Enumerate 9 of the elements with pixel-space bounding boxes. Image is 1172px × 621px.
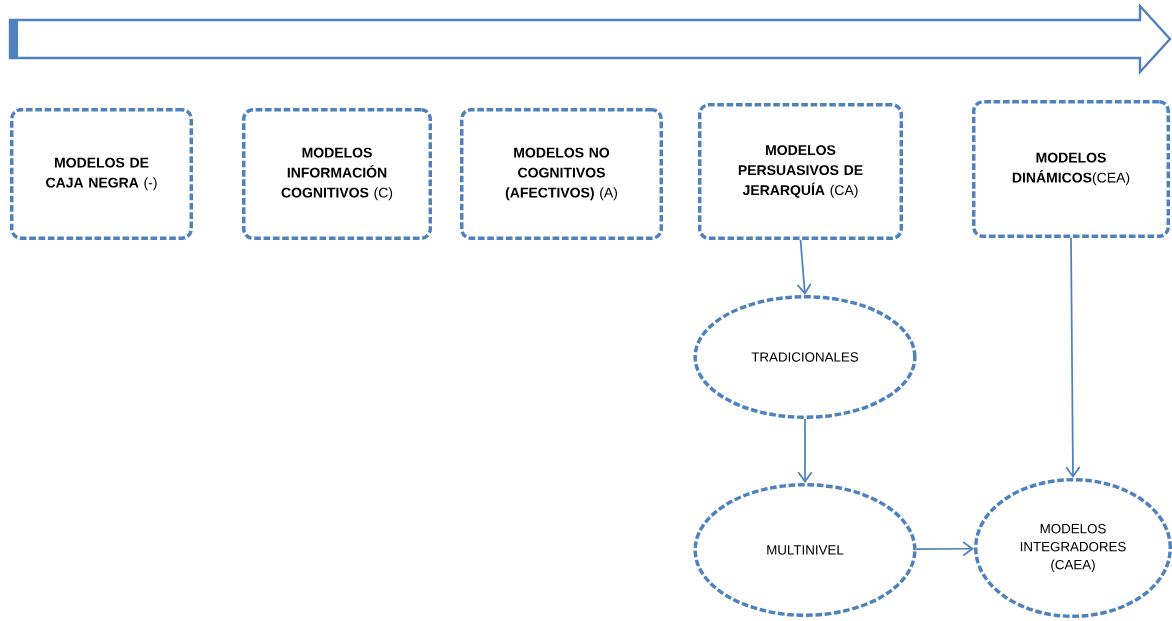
model-box: MODELOS NO COGNITIVOS (AFECTIVOS) (A) <box>460 108 663 240</box>
model-box: MODELOS INFORMACIÓN COGNITIVOS (C) <box>242 108 432 240</box>
arrow <box>797 418 813 483</box>
arrow <box>1065 237 1081 478</box>
model-box: MODELOS DINÁMICOS(CEA) <box>972 100 1170 238</box>
model-box: MODELOS PERSUASIVOS DE JERARQUÍA (CA) <box>698 103 903 240</box>
arrow <box>796 239 812 295</box>
arrow <box>915 541 974 557</box>
model-box: MODELOS DE CAJA NEGRA (-) <box>10 108 193 240</box>
